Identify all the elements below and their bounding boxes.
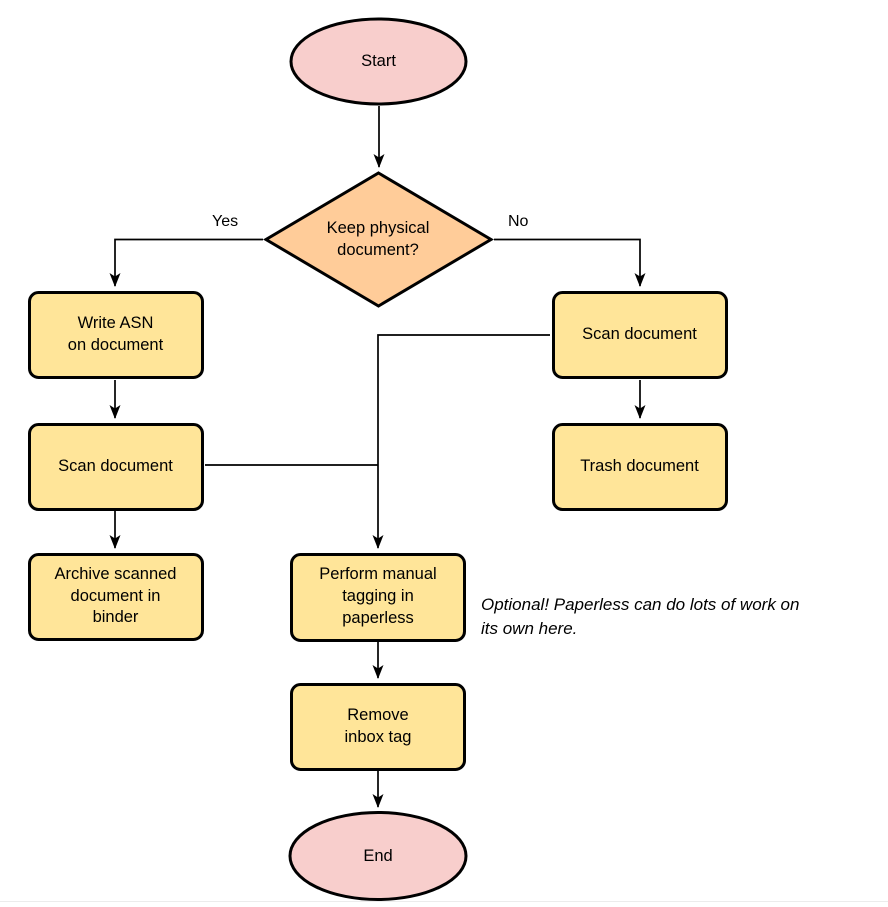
yes-edge-label: Yes [212, 213, 239, 230]
node-shape-group [28, 17, 728, 901]
write-asn-process-shape [28, 291, 204, 379]
archive-process-shape [28, 553, 204, 641]
tagging-process-shape [290, 553, 466, 642]
remove-inbox-process-shape [290, 683, 466, 771]
scan-left-process-shape [28, 423, 204, 511]
no-edge-label: No [508, 213, 529, 230]
connector-group [109, 106, 646, 808]
trash-process-shape [552, 423, 728, 511]
decision-diamond-shape [263, 171, 494, 308]
edge-decision-to-write-asn [109, 238, 263, 287]
page-bottom-divider [0, 901, 888, 902]
scan-right-process-shape [552, 291, 728, 379]
edge-decision-to-scan-right [494, 238, 646, 287]
optional-annotation-text: Optional! Paperless can do lots of work … [481, 595, 800, 638]
start-terminal-shape [289, 17, 468, 106]
end-terminal-shape [288, 811, 468, 901]
edge-scan-right-to-tagging [372, 334, 550, 549]
